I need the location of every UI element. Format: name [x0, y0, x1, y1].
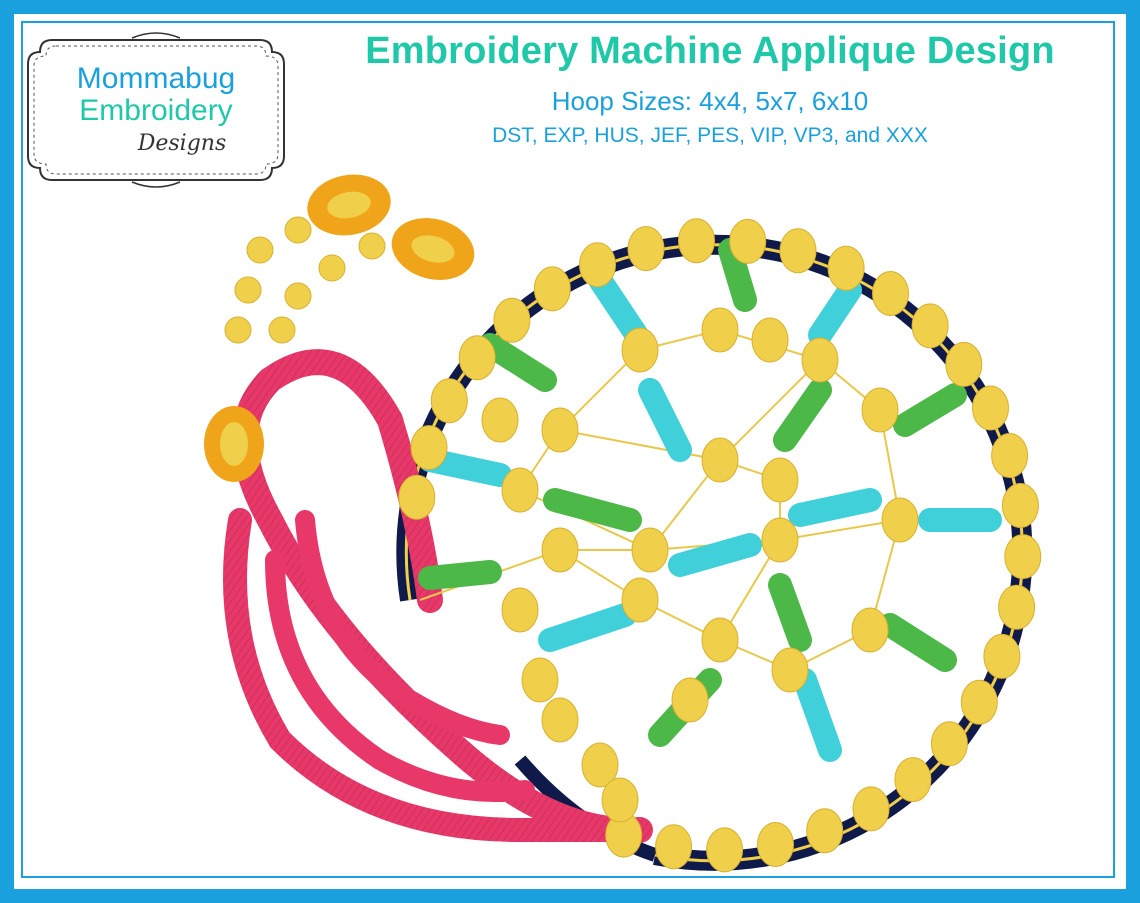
- bead: [827, 245, 865, 291]
- bead: [701, 307, 739, 353]
- cyan-stitches: [418, 268, 1002, 762]
- bead: [1001, 483, 1039, 528]
- bead: [621, 327, 659, 373]
- bead: [706, 827, 744, 873]
- bead: [458, 335, 496, 381]
- bead: [998, 584, 1036, 630]
- bead: [579, 242, 616, 288]
- bead: [983, 633, 1021, 679]
- bead: [779, 228, 817, 274]
- bead: [729, 218, 767, 264]
- bead: [930, 721, 968, 767]
- bead: [852, 786, 890, 832]
- bead: [894, 757, 932, 803]
- bead: [541, 697, 579, 743]
- bead: [398, 474, 436, 520]
- body-eye: [204, 406, 264, 482]
- page-title: Embroidery Machine Applique Design: [365, 30, 1055, 72]
- bead: [701, 437, 739, 483]
- bead: [872, 271, 909, 316]
- bead: [631, 527, 669, 573]
- bead: [501, 587, 539, 633]
- bead: [678, 218, 715, 264]
- bead: [521, 657, 559, 703]
- file-formats-text: DST, EXP, HUS, JEF, PES, VIP, VP3, and X…: [492, 124, 928, 147]
- bead: [627, 226, 665, 272]
- bead: [991, 433, 1029, 478]
- bead: [771, 647, 809, 693]
- bead: [655, 824, 693, 870]
- bead: [493, 297, 531, 343]
- bead: [881, 497, 919, 543]
- logo-line2: Embroidery: [79, 94, 232, 127]
- bead: [757, 822, 794, 867]
- bead: [481, 397, 519, 443]
- bead: [501, 467, 539, 513]
- bead: [861, 387, 899, 433]
- bead: [806, 808, 844, 854]
- bead: [960, 679, 998, 725]
- bead: [410, 425, 448, 471]
- antennae: [224, 216, 386, 344]
- bead: [801, 337, 839, 383]
- bead: [671, 677, 709, 723]
- bead: [751, 317, 789, 363]
- frame-inner-border: [21, 21, 1115, 878]
- bead: [430, 378, 468, 424]
- bead: [601, 777, 639, 823]
- bead: [533, 266, 571, 312]
- antenna-tips: [307, 174, 475, 280]
- logo-badge: Mommabug Embroidery Designs: [27, 32, 285, 188]
- bead: [621, 577, 659, 623]
- bead: [1004, 534, 1042, 580]
- brand-logo: Mommabug Embroidery Designs: [22, 30, 290, 190]
- bead: [911, 303, 949, 349]
- bead: [761, 517, 799, 563]
- bead: [581, 742, 619, 788]
- logo-line3: Designs: [137, 131, 227, 156]
- shell-beads: [398, 218, 1042, 873]
- bead: [541, 527, 579, 573]
- logo-line1: Mommabug: [77, 62, 235, 95]
- hoop-sizes-text: Hoop Sizes: 4x4, 5x7, 6x10: [551, 86, 869, 116]
- bead: [851, 607, 889, 653]
- bead: [701, 617, 739, 663]
- bead: [972, 385, 1009, 431]
- bead: [761, 457, 799, 503]
- bead: [945, 341, 983, 387]
- bead: [541, 407, 579, 453]
